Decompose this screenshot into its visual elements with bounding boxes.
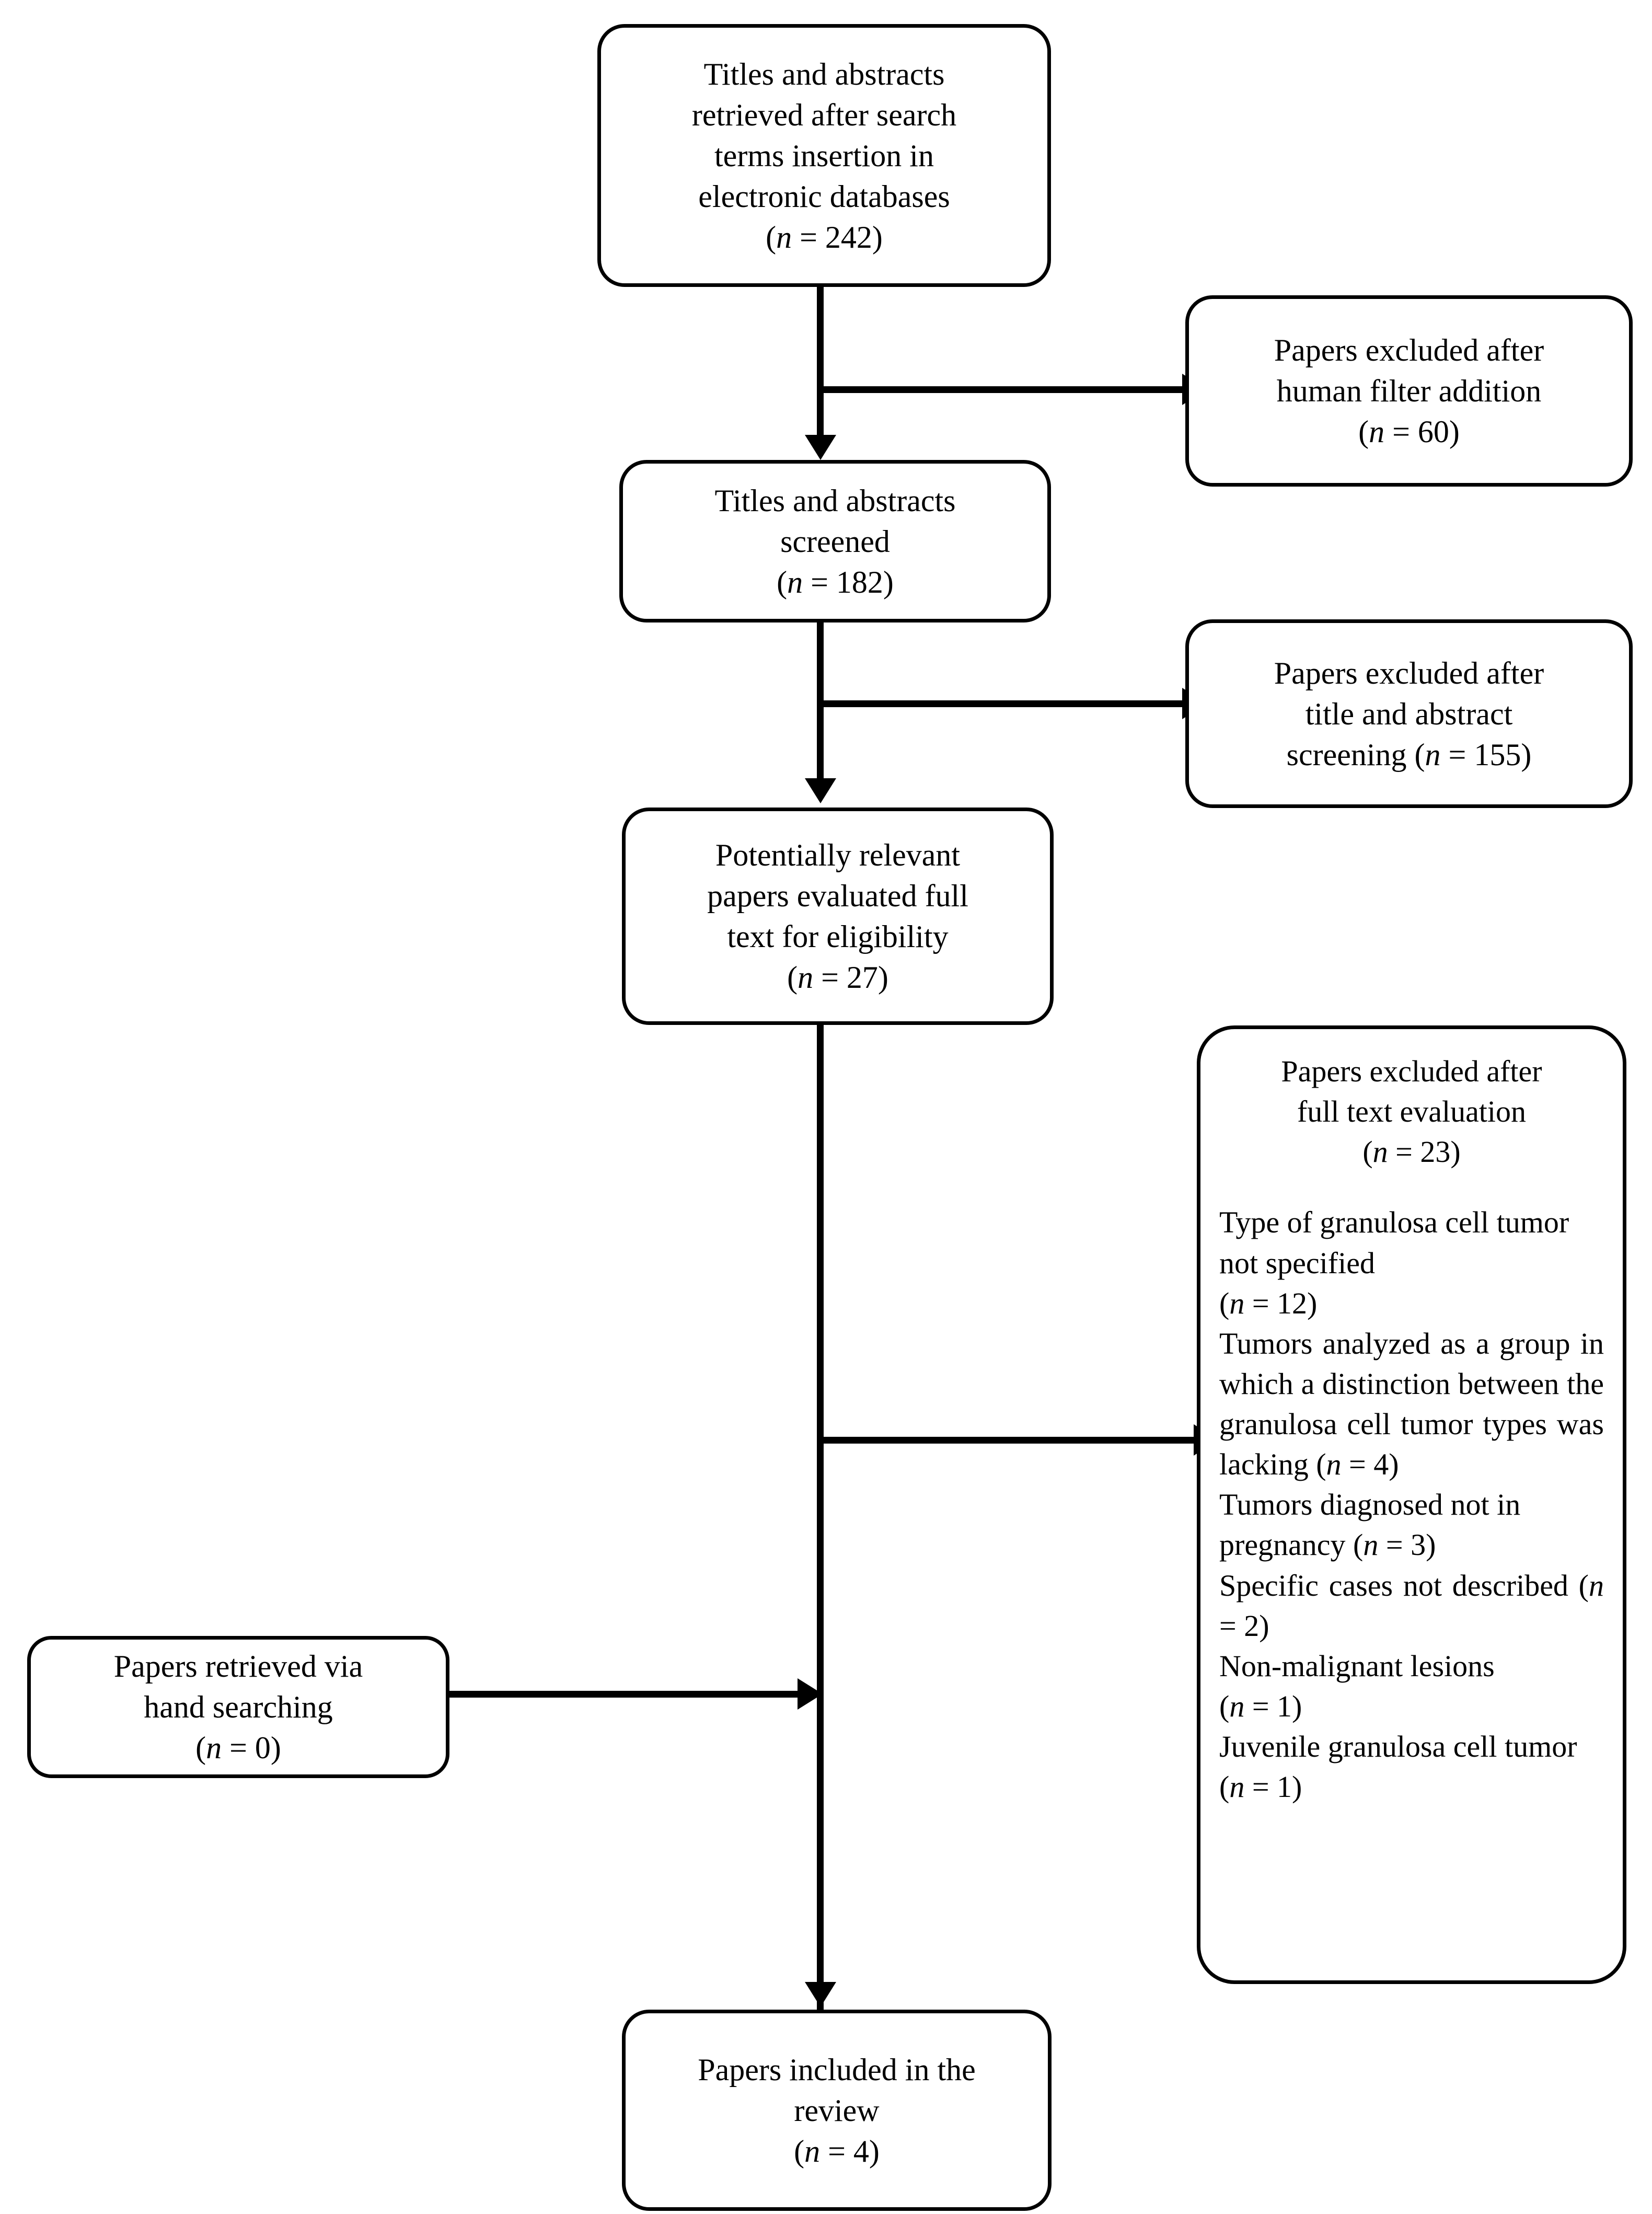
count-label: (n = 182) <box>777 564 894 599</box>
n-value: 242 <box>825 220 872 255</box>
box-papers-excluded-human-filter: Papers excluded after human filter addit… <box>1185 295 1633 487</box>
box-papers-retrieved-hand-searching-text: Papers retrieved via hand searching (n =… <box>31 1646 446 1768</box>
box-potentially-relevant-full-text-text: Potentially relevant papers evaluated fu… <box>626 835 1050 998</box>
connector-handsearch-to-trunk <box>448 1691 823 1698</box>
box-papers-excluded-title-abstract-screening: Papers excluded after title and abstract… <box>1185 619 1633 808</box>
connector-retrieved-to-screened <box>817 287 824 436</box>
arrowhead-down-to-screened <box>805 435 836 460</box>
line: hand searching <box>144 1690 333 1724</box>
tail-label: screening <box>1286 737 1407 772</box>
reason-text: Type of granulosa cell tumor not specifi… <box>1219 1205 1569 1280</box>
count-label: (n = 27) <box>787 960 888 995</box>
reason-text: Specific cases not described <box>1219 1568 1568 1602</box>
spacer <box>1219 1172 1604 1202</box>
line: retrieved after search <box>691 97 957 132</box>
exclusion-reason-item: Tumors analyzed as a group in which a di… <box>1219 1326 1604 1482</box>
n-symbol: n <box>804 2134 821 2169</box>
arrowhead-right-handsearch-to-trunk <box>798 1678 823 1710</box>
arrowhead-down-to-fulltext <box>805 778 836 803</box>
connector-to-excluded-fulltext <box>817 1437 1218 1444</box>
box-papers-retrieved-hand-searching: Papers retrieved via hand searching (n =… <box>27 1636 449 1778</box>
n-value: 155 <box>1474 737 1521 772</box>
n-value: 27 <box>846 960 878 995</box>
n-value: 3 <box>1411 1528 1426 1562</box>
n-value: 23 <box>1420 1135 1451 1169</box>
connector-to-excluded-human-filter <box>817 386 1209 393</box>
line: Titles and abstracts <box>703 56 945 91</box>
n-value: 4 <box>1373 1447 1389 1482</box>
n-symbol: n <box>1229 1286 1245 1320</box>
box-titles-abstracts-retrieved-text: Titles and abstracts retrieved after sea… <box>601 54 1047 258</box>
box-potentially-relevant-full-text: Potentially relevant papers evaluated fu… <box>622 808 1054 1025</box>
reason-text: Tumors analyzed as a group in which a di… <box>1219 1326 1604 1482</box>
exclusion-reason-item: Juvenile granulosa cell tumor (n = 1) <box>1219 1729 1577 1804</box>
line: screened <box>780 524 890 559</box>
count-label: (n = 60) <box>1358 414 1460 449</box>
n-symbol: n <box>776 220 792 255</box>
line: review <box>794 2093 880 2128</box>
n-symbol: n <box>1229 1689 1245 1723</box>
line: human filter addition <box>1276 374 1542 408</box>
exclusion-reason-item: Specific cases not described (n = 2) <box>1219 1568 1604 1643</box>
reason-text: Non-malignant lesions <box>1219 1648 1495 1683</box>
line: Papers excluded after <box>1281 1054 1542 1088</box>
exclusion-reason-item: Non-malignant lesions(n = 1) <box>1219 1648 1495 1723</box>
line: title and abstract <box>1305 696 1513 731</box>
box-titles-abstracts-screened-text: Titles and abstracts screened (n = 182) <box>623 480 1047 603</box>
n-symbol: n <box>787 564 803 599</box>
heading-count-label: (n = 23) <box>1362 1135 1461 1169</box>
box-papers-included-in-review-text: Papers included in the review (n = 4) <box>626 2049 1048 2172</box>
n-value: 12 <box>1277 1286 1308 1320</box>
n-symbol: n <box>1588 1568 1604 1602</box>
n-value: 1 <box>1277 1770 1292 1804</box>
reason-text: Tumors diagnosed not in pregnancy <box>1219 1487 1521 1562</box>
n-value: 1 <box>1277 1689 1292 1723</box>
n-value: 2 <box>1244 1608 1260 1643</box>
reason-text: Juvenile granulosa cell tumor <box>1219 1729 1577 1763</box>
line: papers evaluated full <box>707 879 968 913</box>
line: electronic databases <box>698 179 950 214</box>
connector-fulltext-to-included <box>817 1025 824 2011</box>
n-symbol: n <box>1425 737 1441 772</box>
arrowhead-down-to-included <box>805 1982 836 2007</box>
exclusion-reason-item: Type of granulosa cell tumor not specifi… <box>1219 1205 1569 1320</box>
line: Papers excluded after <box>1274 333 1544 367</box>
tail-and-count-label: screening (n = 155) <box>1286 737 1532 772</box>
line: Titles and abstracts <box>714 483 956 518</box>
n-symbol: n <box>1372 1135 1388 1169</box>
count-label: (n = 0) <box>195 1731 281 1765</box>
exclusion-reason-item: Tumors diagnosed not in pregnancy (n = 3… <box>1219 1487 1521 1562</box>
line: full text evaluation <box>1297 1094 1527 1129</box>
exclusion-reasons-list: Papers excluded after full text evaluati… <box>1200 1029 1623 1807</box>
n-value: 182 <box>836 564 883 599</box>
box-papers-excluded-human-filter-text: Papers excluded after human filter addit… <box>1189 330 1629 452</box>
box-papers-excluded-full-text-evaluation: Papers excluded after full text evaluati… <box>1197 1025 1626 1984</box>
count-label: (n = 4) <box>794 2134 880 2169</box>
box-papers-excluded-title-abstract-screening-text: Papers excluded after title and abstract… <box>1189 653 1629 775</box>
n-symbol: n <box>1363 1528 1379 1562</box>
connector-to-excluded-screening <box>817 700 1209 707</box>
line: Papers included in the <box>698 2052 976 2087</box>
n-symbol: n <box>1326 1447 1342 1482</box>
n-symbol: n <box>1369 414 1385 449</box>
n-symbol: n <box>1229 1770 1245 1804</box>
n-value: 0 <box>255 1731 271 1765</box>
n-value: 60 <box>1417 414 1449 449</box>
box-papers-included-in-review: Papers included in the review (n = 4) <box>622 2010 1052 2211</box>
box-titles-abstracts-screened: Titles and abstracts screened (n = 182) <box>619 460 1051 622</box>
count-label: (n = 242) <box>766 220 883 255</box>
line: Potentially relevant <box>715 838 961 872</box>
n-value: 4 <box>853 2134 869 2169</box>
line: terms insertion in <box>714 138 934 173</box>
line: Papers retrieved via <box>113 1649 363 1683</box>
line: Papers excluded after <box>1274 655 1544 690</box>
n-symbol: n <box>206 1731 222 1765</box>
line: text for eligibility <box>727 919 949 954</box>
box-titles-abstracts-retrieved: Titles and abstracts retrieved after sea… <box>597 24 1051 287</box>
n-symbol: n <box>798 960 814 995</box>
